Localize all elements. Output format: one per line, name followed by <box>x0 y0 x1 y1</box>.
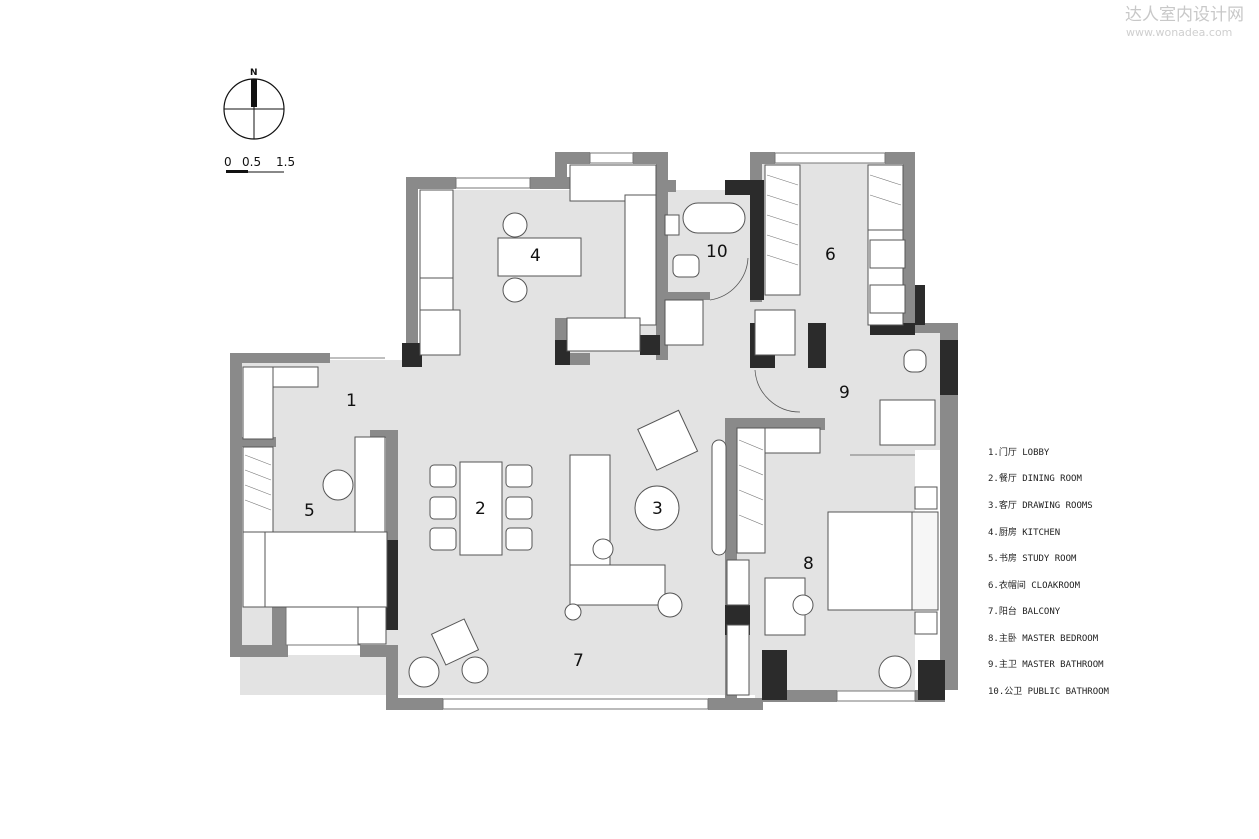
watermark-brand: 达人室内设计网 <box>1125 5 1244 25</box>
legend-item-8: 8.主卧 MASTER BEDROOM <box>988 632 1099 644</box>
legend-item-6: 6.衣帽间 CLOAKROOM <box>988 579 1081 591</box>
legend-item-4: 4.厨房 KITCHEN <box>988 526 1060 538</box>
wardrobe-hatching <box>244 174 902 526</box>
scale-bar: 0 0.5 1.5 <box>224 155 295 173</box>
room-number-2: 2 <box>475 499 486 519</box>
master-bathroom-fixtures <box>754 239 936 446</box>
room-number-6: 6 <box>825 245 836 265</box>
room-number-5: 5 <box>304 501 315 521</box>
kitchen-island <box>497 212 582 303</box>
room-number-3: 3 <box>652 499 663 519</box>
north-label: N <box>250 68 258 78</box>
scale-tick-2: 1.5 <box>276 155 295 169</box>
scale-tick-0: 0 <box>224 155 232 169</box>
room-number-1: 1 <box>346 391 357 411</box>
north-compass: N <box>223 68 285 140</box>
legend-item-2: 2.餐厅 DINING ROOM <box>988 472 1082 484</box>
legend-item-7: 7.阳台 BALCONY <box>988 605 1061 617</box>
master-bed <box>764 486 939 689</box>
scale-tick-1: 0.5 <box>242 155 261 169</box>
legend-item-5: 5.书房 STUDY ROOM <box>988 552 1077 564</box>
door-swings <box>330 257 915 456</box>
room-number-9: 9 <box>839 383 850 403</box>
study-furniture <box>264 469 388 608</box>
legend-item-1: 1.门厅 LOBBY <box>988 446 1050 458</box>
windows <box>285 152 916 710</box>
legend-item-10: 10.公卫 PUBLIC BATHROOM <box>988 686 1110 697</box>
room-number-8: 8 <box>803 554 814 574</box>
public-bathroom-fixtures <box>664 202 746 346</box>
room-number-4: 4 <box>530 246 541 266</box>
legend-item-9: 9.主卫 MASTER BATHROOM <box>988 658 1104 670</box>
cabinetry <box>242 164 904 696</box>
room-legend: 1.门厅 LOBBY 2.餐厅 DINING ROOM 3.客厅 DRAWING… <box>988 446 1110 697</box>
room-number-7: 7 <box>573 651 584 671</box>
room-number-labels: 1 2 3 4 5 6 7 8 9 10 <box>304 242 850 671</box>
room-number-10: 10 <box>706 242 728 262</box>
living-furniture <box>408 409 727 688</box>
watermark-url: www.wonadea.com <box>1126 26 1232 39</box>
legend-item-3: 3.客厅 DRAWING ROOMS <box>988 499 1093 511</box>
walls <box>230 152 958 710</box>
dining-table <box>429 461 533 556</box>
